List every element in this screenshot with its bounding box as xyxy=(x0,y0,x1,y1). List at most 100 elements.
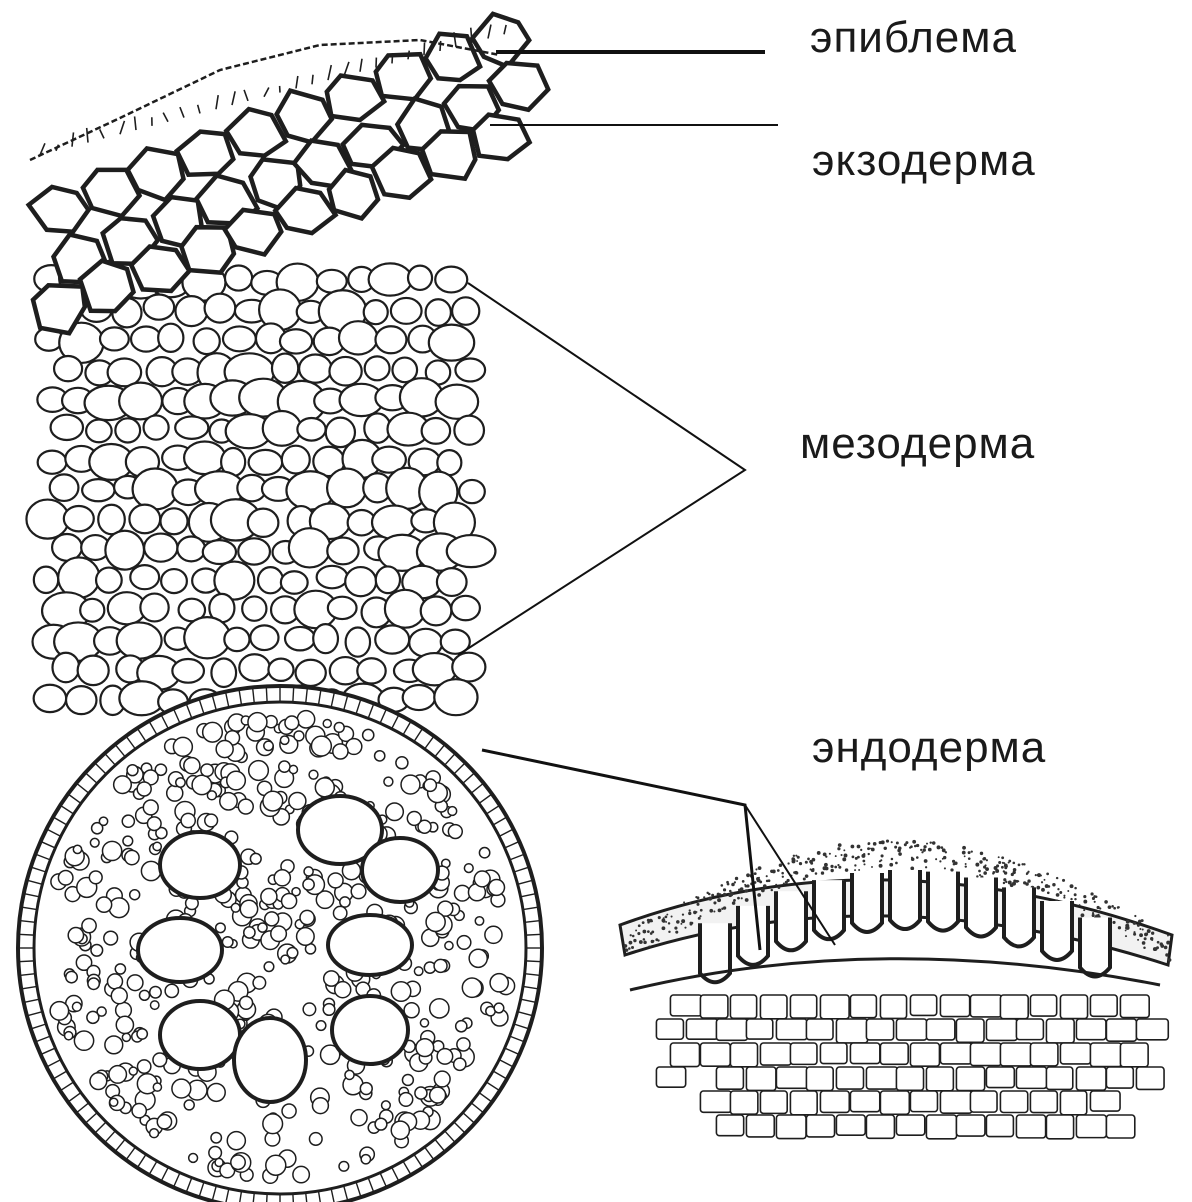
inset-cell xyxy=(1106,1115,1134,1138)
mesoderm-cell xyxy=(133,469,178,510)
stipple-dot xyxy=(713,901,716,904)
mesoderm-cell xyxy=(160,508,187,534)
stele-cell xyxy=(430,999,449,1018)
stele-cell xyxy=(285,716,299,730)
stele-cell xyxy=(108,974,123,989)
stipple-dot xyxy=(851,845,855,849)
stipple-dot xyxy=(698,917,701,920)
stele-cell xyxy=(99,817,107,825)
stipple-dot xyxy=(1008,860,1011,863)
root-hair xyxy=(198,105,200,114)
stele-cell xyxy=(227,1132,245,1150)
stipple-dot xyxy=(926,843,928,845)
stipple-dot xyxy=(891,841,893,843)
mesoderm-cell xyxy=(391,298,422,324)
inset-cell xyxy=(880,995,906,1018)
mesoderm-cell xyxy=(130,565,159,589)
stele-cell xyxy=(73,845,81,853)
stipple-dot xyxy=(697,899,699,901)
stipple-dot xyxy=(629,941,633,945)
stipple-dot xyxy=(639,940,643,944)
stele-cell xyxy=(207,1083,225,1101)
stipple-dot xyxy=(807,858,810,861)
stipple-dot xyxy=(835,855,837,857)
stipple-dot xyxy=(838,866,841,869)
stele-cell xyxy=(216,741,233,758)
stipple-dot xyxy=(896,842,899,845)
stipple-dot xyxy=(1094,901,1096,903)
stipple-dot xyxy=(763,884,767,888)
stele-cell xyxy=(207,791,216,800)
stele-cell xyxy=(181,813,195,827)
stipple-dot xyxy=(1008,881,1012,885)
stipple-dot xyxy=(681,919,685,923)
stele-cell xyxy=(248,713,267,732)
stipple-dot xyxy=(1046,872,1049,875)
mesoderm-cell xyxy=(26,500,68,539)
stipple-dot xyxy=(1165,953,1168,956)
stele-cell xyxy=(360,1083,372,1095)
stipple-dot xyxy=(1117,906,1120,909)
mesoderm-cell xyxy=(105,531,144,570)
stele-cell xyxy=(58,870,73,885)
stipple-dot xyxy=(799,862,802,865)
exoderm-cell xyxy=(327,76,384,121)
stipple-dot xyxy=(643,941,646,944)
stipple-dot xyxy=(965,863,967,865)
inset-cell xyxy=(1090,995,1117,1016)
stele-cell xyxy=(110,1098,118,1106)
root-hair xyxy=(163,113,168,122)
stele-cell xyxy=(351,884,366,899)
vessel xyxy=(160,832,240,898)
inset-cell xyxy=(986,1067,1014,1088)
inset-u-cell xyxy=(1042,901,1072,960)
inset-cell xyxy=(1016,1115,1045,1138)
stipple-dot xyxy=(735,877,738,880)
central-cylinder xyxy=(18,686,542,1202)
stipple-dot xyxy=(696,903,699,906)
stele-cell xyxy=(74,1031,93,1050)
mesoderm-cell xyxy=(119,383,162,420)
endoderma-wall xyxy=(18,961,34,962)
inset-cell xyxy=(1120,995,1149,1018)
stipple-dot xyxy=(684,927,686,929)
stipple-dot xyxy=(723,893,726,896)
stipple-dot xyxy=(1081,913,1085,917)
stipple-dot xyxy=(909,847,911,849)
stipple-dot xyxy=(631,946,634,949)
stipple-dot xyxy=(777,869,780,872)
stipple-dot xyxy=(746,873,750,877)
stipple-dot xyxy=(772,869,776,873)
stipple-dot xyxy=(1056,893,1060,897)
mesoderm-cell xyxy=(436,385,479,419)
stipple-dot xyxy=(834,866,837,869)
inset-cell xyxy=(1060,995,1087,1019)
stele-cell xyxy=(220,793,237,810)
stipple-dot xyxy=(783,883,785,885)
stele-cell xyxy=(424,779,436,791)
endoderma-wall xyxy=(266,686,267,702)
stipple-dot xyxy=(635,929,637,931)
stele-cell xyxy=(125,850,139,864)
label-mesoderma: мезодерма xyxy=(800,419,1035,468)
stipple-dot xyxy=(968,857,971,860)
mesoderm-cell xyxy=(250,625,278,650)
stele-cell xyxy=(297,711,314,728)
inset-u-cell xyxy=(928,872,958,931)
stele-cell xyxy=(122,1033,130,1041)
mesoderm-cell xyxy=(327,469,366,508)
mesoderm-cell xyxy=(51,415,83,440)
stipple-dot xyxy=(1090,892,1093,895)
stipple-dot xyxy=(1044,879,1046,881)
root-hair xyxy=(216,95,218,109)
root-hair xyxy=(344,62,349,76)
stele-cell xyxy=(312,1098,328,1114)
stele-cell xyxy=(253,977,266,990)
stele-cell xyxy=(264,962,274,972)
inset-cell xyxy=(880,1091,909,1114)
stipple-dot xyxy=(1157,941,1160,944)
stele-cell xyxy=(323,1004,335,1016)
stipple-dot xyxy=(922,848,925,851)
stipple-dot xyxy=(792,859,796,863)
stipple-dot xyxy=(689,909,691,911)
